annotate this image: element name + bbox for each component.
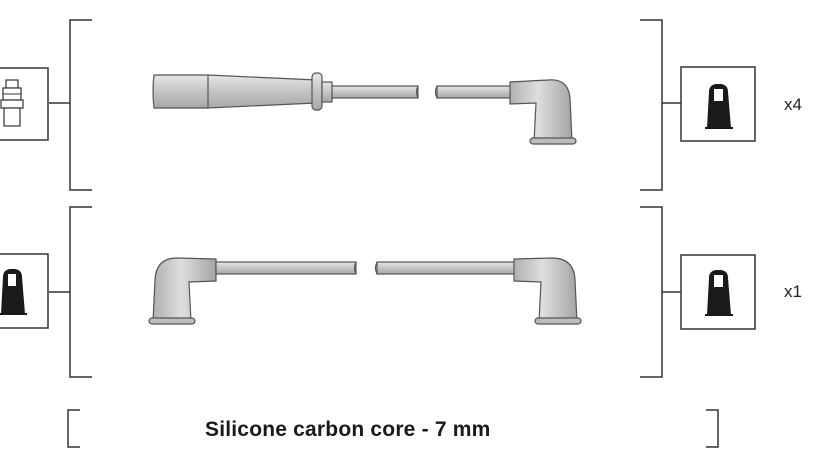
caption-left-bracket <box>67 409 80 448</box>
row1-cable <box>152 72 577 145</box>
coil-boot-icon <box>680 254 756 330</box>
row2-quantity: x1 <box>784 282 802 301</box>
row1-quantity: x4 <box>784 95 802 114</box>
row2-cable <box>148 257 582 325</box>
caption-right-bracket <box>706 409 719 448</box>
coil-boot-icon <box>0 253 49 329</box>
row1-left-bracket <box>49 19 92 191</box>
row2-right-bracket <box>640 206 681 378</box>
row1-right-bracket <box>640 19 681 191</box>
coil-boot-icon <box>680 66 756 142</box>
spark-plug-cap-icon <box>0 67 49 141</box>
row2-left-bracket <box>49 206 92 378</box>
cable-spec-caption: Silicone carbon core - 7 mm <box>205 418 491 441</box>
